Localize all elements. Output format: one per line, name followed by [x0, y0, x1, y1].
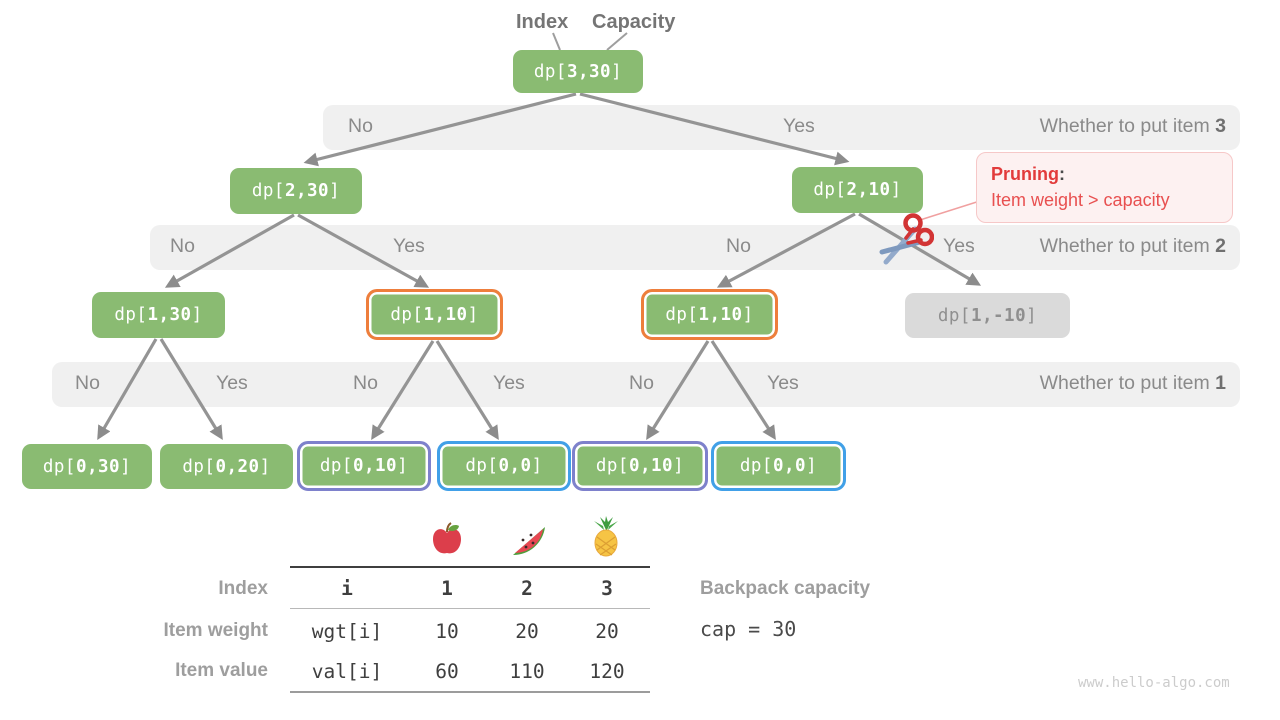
- edge-dp330-no: [303, 92, 577, 167]
- choice-no: No: [75, 372, 100, 394]
- apple-icon: [433, 522, 461, 554]
- node-dp-0-20: dp[0,20]: [160, 444, 293, 489]
- table-cell: 120: [589, 660, 625, 683]
- node-dp-2-10: dp[2,10]: [792, 167, 923, 213]
- capacity-pointer-label: Capacity: [592, 11, 676, 33]
- edge-dp210-no: [716, 212, 856, 288]
- pruning-title: Pruning: [991, 164, 1059, 184]
- node-label: dp[2,10]: [813, 180, 902, 200]
- choice-yes: Yes: [767, 372, 799, 394]
- table-row-label-index: Index: [218, 578, 268, 599]
- edge-dp130-yes: [159, 338, 223, 441]
- pruning-colon: :: [1059, 164, 1065, 184]
- index-pointer-line: [552, 32, 561, 51]
- table-cell: 1: [441, 577, 453, 600]
- node-dp-1-30: dp[1,30]: [92, 292, 225, 338]
- node-dp-1-neg10-pruned: dp[1,-10]: [905, 293, 1070, 338]
- edge-dp110a-no: [371, 340, 435, 440]
- table-cell: 10: [435, 620, 459, 643]
- edge-dp110b-no: [646, 340, 710, 440]
- node-label: dp[2,30]: [251, 181, 341, 201]
- edge-dp230-yes: [297, 213, 430, 288]
- choice-no: No: [170, 235, 195, 257]
- node-label: dp[1,30]: [114, 305, 203, 325]
- table-bottom-rule: [290, 691, 650, 693]
- choice-no: No: [353, 372, 378, 394]
- edge-dp230-no: [164, 213, 295, 288]
- node-dp-1-10-left-highlighted: dp[1,10]: [366, 289, 503, 340]
- edge-dp330-yes: [579, 92, 850, 166]
- node-label: dp[0,0]: [739, 456, 818, 476]
- scissors-icon: [879, 213, 934, 265]
- question-item-number: 1: [1215, 372, 1226, 394]
- pruning-callout: Pruning: Item weight > capacity: [976, 152, 1233, 223]
- decision-band-item-1: No Yes No Yes No Yes Whether to put item…: [52, 362, 1240, 407]
- node-dp-0-10-right: dp[0,10]: [572, 441, 708, 491]
- decision-band-item-3: No Yes Whether to put item 3: [323, 105, 1240, 150]
- question-item-number: 2: [1215, 235, 1226, 257]
- capacity-pointer-line: [606, 32, 628, 51]
- question-text: Whether to put item: [1039, 235, 1216, 257]
- table-cell: 2: [521, 577, 533, 600]
- band-question: Whether to put item 3: [1040, 115, 1226, 138]
- edge-dp110b-yes: [710, 340, 776, 440]
- node-label: dp[1,10]: [665, 304, 754, 325]
- backpack-capacity-value: cap = 30: [700, 617, 797, 641]
- table-cell: 20: [515, 620, 539, 643]
- choice-no: No: [726, 235, 751, 257]
- choice-no: No: [629, 372, 654, 394]
- edge-dp110a-yes: [435, 340, 499, 440]
- node-dp-1-10-right-highlighted: dp[1,10]: [641, 289, 778, 340]
- pineapple-icon: [594, 516, 618, 557]
- table-cell: wgt[i]: [311, 620, 383, 643]
- watermark: www.hello-algo.com: [1078, 675, 1230, 691]
- table-cell: 110: [509, 660, 545, 683]
- node-label: dp[0,0]: [465, 456, 543, 476]
- node-dp-2-30: dp[2,30]: [230, 168, 362, 214]
- watermelon-icon: [513, 527, 545, 556]
- node-dp-0-0-left: dp[0,0]: [437, 441, 571, 491]
- node-dp-0-30: dp[0,30]: [22, 444, 152, 489]
- choice-yes: Yes: [493, 372, 525, 394]
- table-row-label-weight: Item weight: [163, 620, 268, 641]
- pruning-detail: Item weight > capacity: [991, 190, 1170, 210]
- table-cell: 3: [601, 577, 613, 600]
- node-dp-3-30: dp[3,30]: [513, 50, 643, 93]
- node-label: dp[1,10]: [390, 304, 479, 325]
- choice-yes: Yes: [216, 372, 248, 394]
- node-label: dp[0,30]: [42, 456, 132, 477]
- node-label: dp[0,10]: [319, 456, 409, 476]
- table-cell: i: [341, 577, 353, 600]
- question-text: Whether to put item: [1039, 372, 1216, 394]
- band-question: Whether to put item 2: [1040, 235, 1226, 258]
- question-text: Whether to put item: [1039, 115, 1216, 137]
- index-pointer-label: Index: [516, 11, 569, 33]
- edge-dp210-yes-pruned: [858, 212, 982, 286]
- table-row-label-value: Item value: [175, 660, 268, 681]
- band-question: Whether to put item 1: [1040, 372, 1226, 395]
- choice-yes: Yes: [943, 235, 975, 257]
- backpack-capacity-label: Backpack capacity: [700, 578, 871, 599]
- choice-yes: Yes: [393, 235, 425, 257]
- table-cell: 20: [595, 620, 619, 643]
- node-label: dp[0,10]: [595, 456, 685, 476]
- node-label: dp[1,-10]: [937, 305, 1038, 326]
- pruning-connector-line: [919, 199, 984, 221]
- table-top-rule: [290, 566, 650, 569]
- table-cell: 60: [435, 660, 459, 683]
- choice-yes: Yes: [783, 115, 815, 137]
- choice-no: No: [348, 115, 373, 137]
- edge-dp130-no: [97, 338, 158, 441]
- question-item-number: 3: [1215, 115, 1226, 137]
- node-dp-0-10-left: dp[0,10]: [297, 441, 431, 491]
- node-label: dp[0,20]: [182, 456, 271, 477]
- node-label: dp[3,30]: [533, 61, 623, 82]
- table-header-rule: [290, 608, 650, 610]
- node-dp-0-0-right: dp[0,0]: [711, 441, 846, 491]
- table-cell: val[i]: [311, 660, 383, 683]
